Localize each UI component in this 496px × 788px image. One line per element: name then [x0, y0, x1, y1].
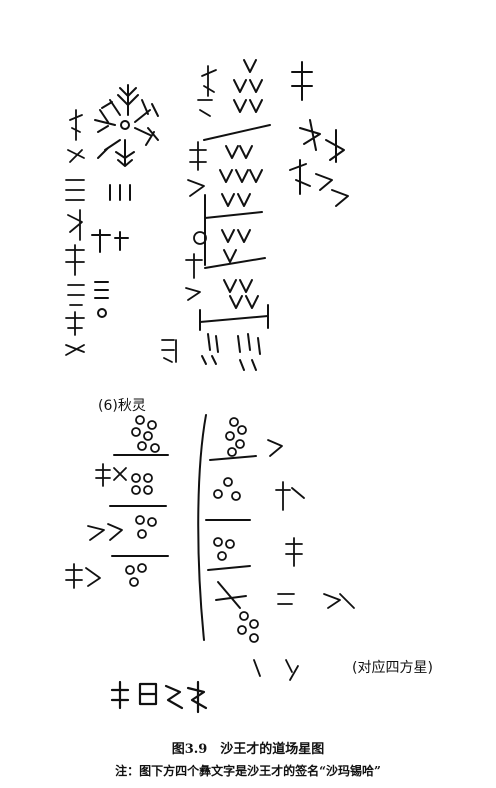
signature-glyphs [110, 680, 208, 714]
paren-label-left: (6)秋灵 [98, 398, 146, 414]
lower-dividers [109, 414, 257, 641]
ladder-left-glyphs [161, 65, 217, 363]
figure-caption: 图3.9 沙王才的道场星图 [171, 742, 325, 757]
central-star-glyph [94, 84, 159, 167]
star-diagram-drawing: (6)秋灵 [65, 59, 433, 714]
star-side-marks [91, 184, 131, 318]
ladder-right-glyphs [289, 61, 349, 207]
lower-right-glyphs [253, 439, 355, 681]
left-yi-text-column [65, 109, 85, 356]
figure-note: 注：图下方四个彝文字是沙王才的签名“沙玛锡哈” [115, 764, 381, 778]
dot-clusters [125, 415, 259, 643]
lower-left-glyphs [65, 463, 127, 589]
center-v-ladder [199, 59, 271, 371]
paren-label-right: (对应四方星) [352, 659, 433, 676]
